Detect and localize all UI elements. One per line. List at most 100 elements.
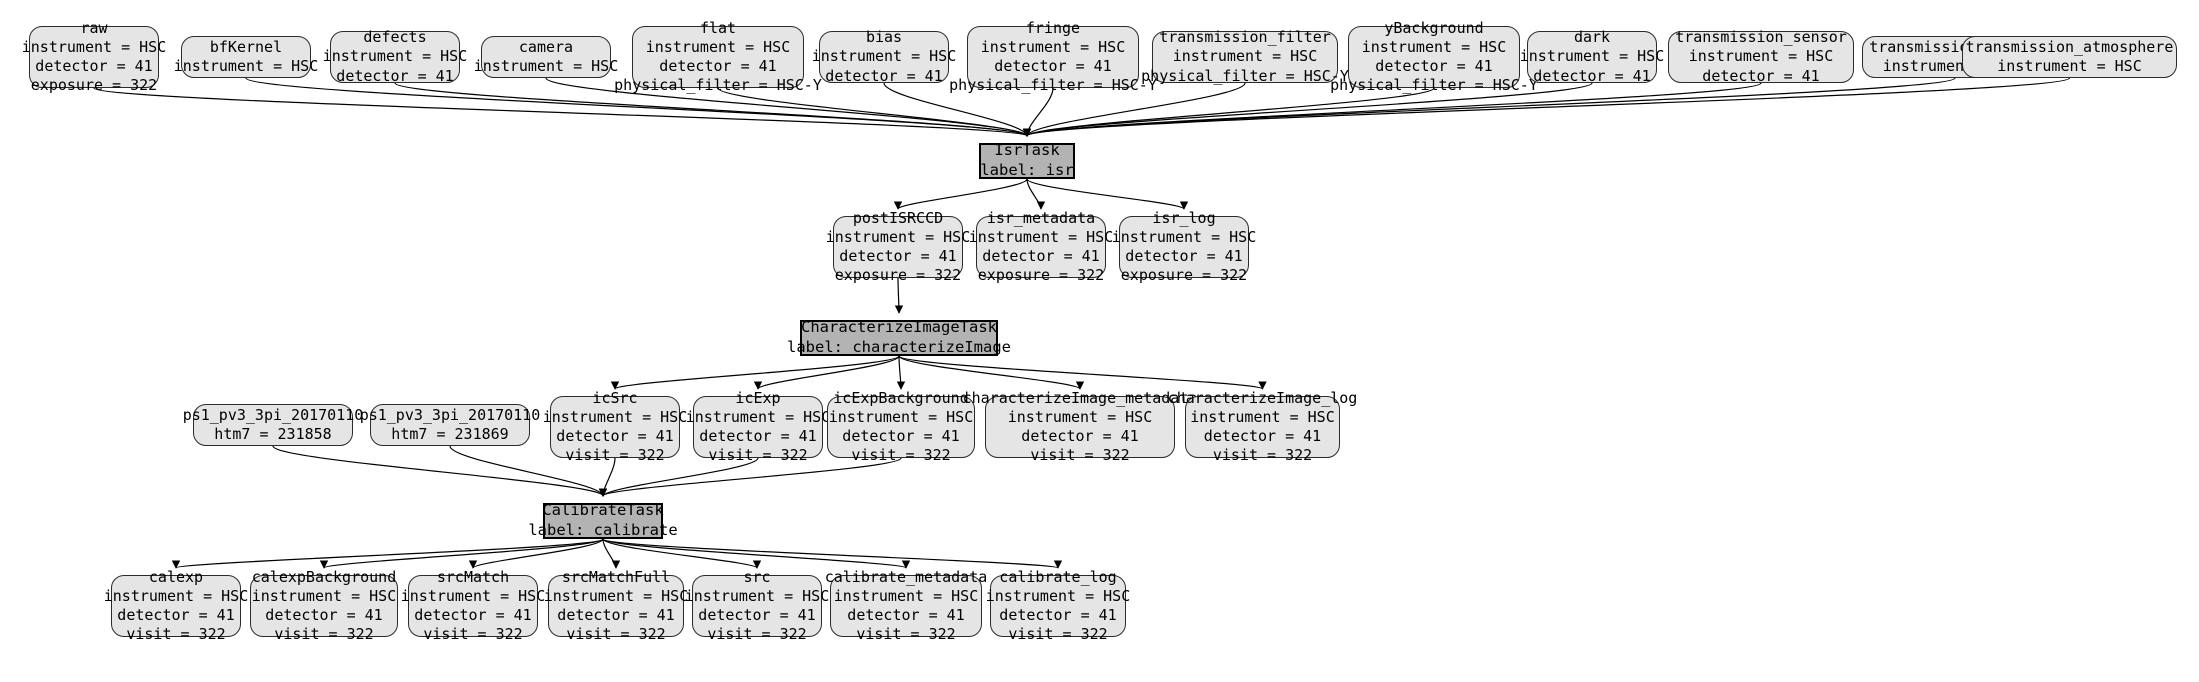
node-title: IsrTask: [994, 141, 1060, 160]
node-dimension: detector = 41: [557, 606, 675, 624]
edge-IsrTask-to-isr_log: [1026, 178, 1189, 210]
node-dimension: detector = 41: [1125, 247, 1243, 265]
edge-raw-to-IsrTask: [93, 87, 1031, 137]
node-dimension: instrument = HSC: [473, 57, 619, 75]
node-title: CharacterizeImageTask: [801, 318, 997, 337]
edge-CharacterizeImageTask-to-icExpBackground: [896, 355, 906, 390]
node-dimension: instrument = HSC: [21, 37, 167, 56]
node-title: camera: [518, 37, 574, 56]
node-title: icSrc: [592, 388, 638, 407]
node-title: postISRCCD: [852, 208, 944, 227]
node-title: icExpBackground: [833, 388, 969, 407]
node-dimension: physical_filter = HSC-Y: [1141, 66, 1349, 85]
node-title: ps1_pv3_3pi_20170110: [182, 405, 364, 424]
node-dimension: detector = 41: [999, 606, 1117, 624]
node-dimension: detector = 41: [847, 606, 965, 624]
node-title: ps1_pv3_3pi_20170110: [359, 405, 541, 424]
edge-CalibrateTask-to-srcMatchFull: [602, 538, 621, 569]
node-title: srcMatch: [436, 567, 510, 586]
edge-IsrTask-to-isr_metadata: [1026, 178, 1046, 210]
node-title: isr_log: [1152, 208, 1216, 227]
node-dimension: physical_filter = HSC-Y: [949, 76, 1157, 95]
edge-CalibrateTask-to-calibrate_log: [602, 538, 1062, 569]
node-dimension: instrument = HSC: [833, 586, 979, 605]
node-title: icExp: [735, 388, 781, 407]
node-dimension: visit = 322: [707, 625, 807, 644]
node-dimension: instrument = HSC: [684, 586, 830, 605]
node-dimension: physical_filter = HSC-Y: [1330, 76, 1538, 95]
node-dimension: instrument = HSC: [645, 37, 791, 56]
node-dimension: instrument = HSC: [251, 586, 397, 605]
edge-CharacterizeImageTask-to-icSrc: [611, 355, 900, 390]
node-dimension: detector = 41: [699, 427, 817, 445]
node-dimension: detector = 41: [982, 247, 1100, 265]
node-dimension: detector = 41: [1203, 427, 1322, 445]
node-dimension: detector = 41: [1375, 57, 1493, 75]
node-dimension: instrument = HSC: [1361, 37, 1507, 56]
node-dimension: instrument = HSC: [1688, 47, 1834, 66]
node-title: yBackground: [1384, 18, 1484, 37]
node-dimension: visit = 322: [423, 625, 523, 644]
node-title: src: [743, 567, 771, 586]
node-dimension: instrument = HSC: [1997, 57, 2142, 75]
node-dimension: detector = 41: [839, 247, 957, 265]
node-dimension: detector = 41: [1021, 427, 1139, 445]
node-title: srcMatchFull: [561, 567, 671, 586]
node-title: defects: [363, 28, 427, 47]
node-dimension: detector = 41: [336, 66, 454, 85]
node-title: bias: [865, 28, 903, 47]
node-dimension: detector = 41: [1702, 66, 1820, 85]
node-title: calibrate_metadata: [824, 567, 988, 586]
node-dimension: visit = 322: [851, 446, 951, 465]
node-dimension: detector = 41: [994, 57, 1112, 75]
node-title: transmission_filter: [1159, 28, 1331, 47]
edge-CharacterizeImageTask-to-characterizeImage_metadata: [898, 355, 1085, 390]
node-title: calexpBackground: [251, 567, 397, 586]
node-dimension: detector = 41: [1533, 66, 1651, 85]
node-dimension: instrument = HSC: [685, 407, 831, 426]
node-dimension: visit = 322: [1212, 446, 1313, 465]
node-dimension: label: calibrate: [528, 521, 678, 539]
node-dimension: detector = 41: [698, 606, 816, 624]
edge-transmission_atmosphere-to-IsrTask: [1023, 77, 2071, 137]
node-dimension: visit = 322: [708, 446, 808, 465]
node-dimension: instrument = HSC: [985, 586, 1131, 605]
node-dimension: detector = 41: [825, 66, 943, 85]
node-dimension: htm7 = 231869: [391, 425, 509, 443]
edge-IsrTask-to-postISRCCD: [893, 178, 1028, 210]
node-dimension: visit = 322: [566, 625, 666, 644]
